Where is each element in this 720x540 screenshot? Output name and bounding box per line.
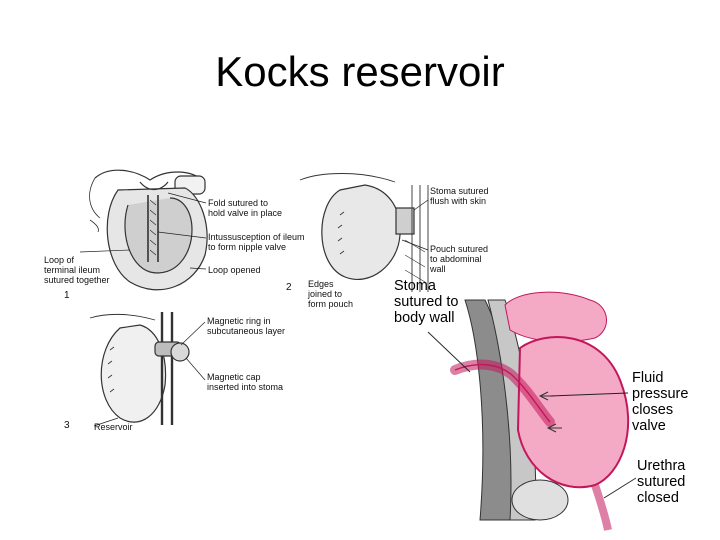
leader-reservoir — [93, 417, 119, 427]
label-magnetic-cap: Magnetic cap inserted into stoma — [207, 372, 284, 392]
leader-intussusception — [157, 231, 207, 239]
label-reservoir: Reservoir — [94, 422, 133, 432]
leader-pouch-sutured — [401, 239, 429, 251]
panel4-leaders — [427, 331, 637, 499]
panel2-suture-edge — [337, 211, 345, 255]
panel4-drawing — [450, 291, 630, 531]
leader-fluid — [549, 392, 629, 397]
panel1-suture-line — [149, 199, 157, 256]
slide-title: Kocks reservoir — [215, 48, 505, 95]
label-urethra-sutured: Urethra sutured closed — [637, 458, 686, 506]
panel2-wall-hatching — [404, 239, 426, 283]
panel2-pouch — [321, 184, 401, 280]
panel1-ileum-top — [94, 169, 206, 183]
panel4-fluid-arrow-2 — [546, 423, 562, 433]
panel1-nipple-valve — [147, 195, 159, 262]
panel4-urethra — [591, 483, 612, 531]
panel1-leaders — [79, 192, 207, 270]
panel2-drawing — [299, 173, 429, 292]
panel4-pink-bowel-top — [504, 291, 607, 343]
leader-loop-opened — [189, 267, 207, 270]
label-magnetic-ring: Magnetic ring in subcutaneous layer — [207, 316, 286, 336]
label-edges-joined: Edges joined to form pouch — [308, 279, 354, 309]
label-fluid-pressure: Fluid pressure closes valve — [632, 370, 689, 434]
leader-fold — [167, 192, 207, 204]
panel4-pubic-bone — [511, 479, 569, 521]
panel1-mesentery — [89, 177, 101, 233]
panel1-number: 1 — [64, 290, 70, 301]
label-intussusception: Intussusception of ileum to form nipple … — [208, 232, 305, 252]
panel3-abdominal-wall — [160, 312, 174, 425]
panel1-fold — [139, 181, 169, 191]
label-fold-sutured: Fold sutured to hold valve in place — [208, 198, 283, 218]
leader-urethra — [603, 477, 637, 499]
panel3-reservoir — [100, 324, 167, 423]
panel1-drawing — [89, 169, 208, 291]
label-pouch-sutured: Pouch sutured to abdominal wall — [430, 244, 489, 274]
label-stoma-sutured-body-wall: Stoma sutured to body wall — [394, 278, 459, 326]
label-loop-opened: Loop opened — [208, 265, 261, 275]
panel3-magnetic-cap — [170, 342, 190, 362]
panel3-skin — [89, 313, 156, 321]
panel4-stoma-tract-outline — [454, 363, 551, 423]
leader-magnetic-ring — [180, 321, 206, 346]
leader-loop-terminal — [79, 249, 131, 253]
panel2-skin — [299, 173, 396, 183]
panel3-suture-line — [107, 346, 115, 393]
leader-magnetic-cap — [185, 357, 206, 381]
panel3-drawing — [89, 312, 190, 425]
panel2-number: 2 — [286, 282, 292, 293]
leader-stoma-body — [427, 331, 471, 373]
panel3-leaders — [93, 321, 206, 427]
label-stoma-sutured-flush: Stoma sutured flush with skin — [430, 186, 489, 206]
leader-stoma-flush — [413, 199, 429, 211]
panel4-reservoir — [516, 336, 630, 489]
panel2-stoma — [395, 207, 415, 235]
label-loop-terminal-ileum: Loop of terminal ileum sutured together — [44, 255, 110, 285]
panel3-number: 3 — [64, 420, 70, 431]
panel2-leaders — [401, 199, 429, 251]
